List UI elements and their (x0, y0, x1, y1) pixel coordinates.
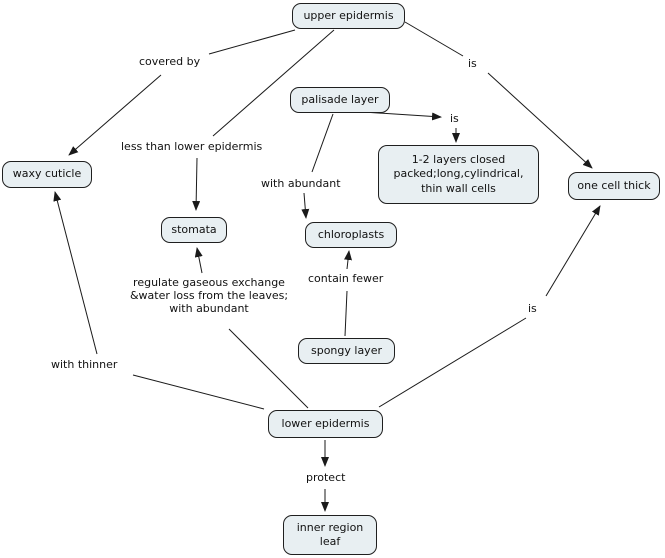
edge-lower-to-islower (378, 317, 527, 408)
node-inner-region-leaf[interactable]: inner region leaf (283, 515, 377, 555)
node-palisade-traits[interactable]: 1-2 layers closed packed;long,cylindrica… (378, 145, 539, 204)
edge-upper-to-coveredby (208, 29, 296, 55)
node-spongy-layer[interactable]: spongy layer (298, 338, 395, 364)
edge-regulate-to-stomata (194, 247, 203, 274)
edge-upper-to-lessthan (212, 29, 335, 137)
link-label-is-palisade[interactable]: is (450, 112, 459, 125)
node-stomata[interactable]: stomata (161, 217, 227, 243)
edge-upper-to-isupper (404, 21, 464, 57)
link-label-regulate-gaseous-exchange[interactable]: regulate gaseous exchange &water loss fr… (129, 276, 289, 315)
link-label-less-than-lower-epidermis[interactable]: less than lower epidermis (121, 140, 263, 153)
node-chloroplasts[interactable]: chloroplasts (305, 222, 397, 248)
edge-lessthan-to-stomata (192, 157, 201, 211)
node-lower-epidermis[interactable]: lower epidermis (268, 410, 383, 438)
edge-lower-to-regulate (228, 328, 309, 409)
link-label-with-thinner[interactable]: with thinner (51, 358, 118, 371)
link-label-protect[interactable]: protect (306, 471, 346, 484)
edge-lower-to-withthinner (132, 374, 265, 410)
link-label-covered-by[interactable]: covered by (139, 55, 201, 68)
node-upper-epidermis[interactable]: upper epidermis (292, 3, 405, 29)
edge-palisade-to-withabundant (311, 113, 334, 173)
link-label-contain-fewer[interactable]: contain fewer (308, 272, 384, 285)
link-label-is-upper[interactable]: is (468, 57, 477, 70)
edge-withthinner-to-waxycuticle (53, 191, 98, 355)
edge-spongy-to-containfewer (344, 290, 348, 337)
node-one-cell-thick[interactable]: one cell thick (568, 172, 660, 200)
link-label-with-abundant[interactable]: with abundant (261, 177, 341, 190)
node-palisade-layer[interactable]: palisade layer (290, 87, 390, 113)
edge-islower-to-onecellthick (545, 205, 601, 297)
node-waxy-cuticle[interactable]: waxy cuticle (2, 161, 92, 188)
link-label-is-lower[interactable]: is (528, 302, 537, 315)
edge-containfewer-to-chloroplasts (344, 250, 352, 270)
edge-withabundant-to-chloroplasts (301, 192, 310, 219)
